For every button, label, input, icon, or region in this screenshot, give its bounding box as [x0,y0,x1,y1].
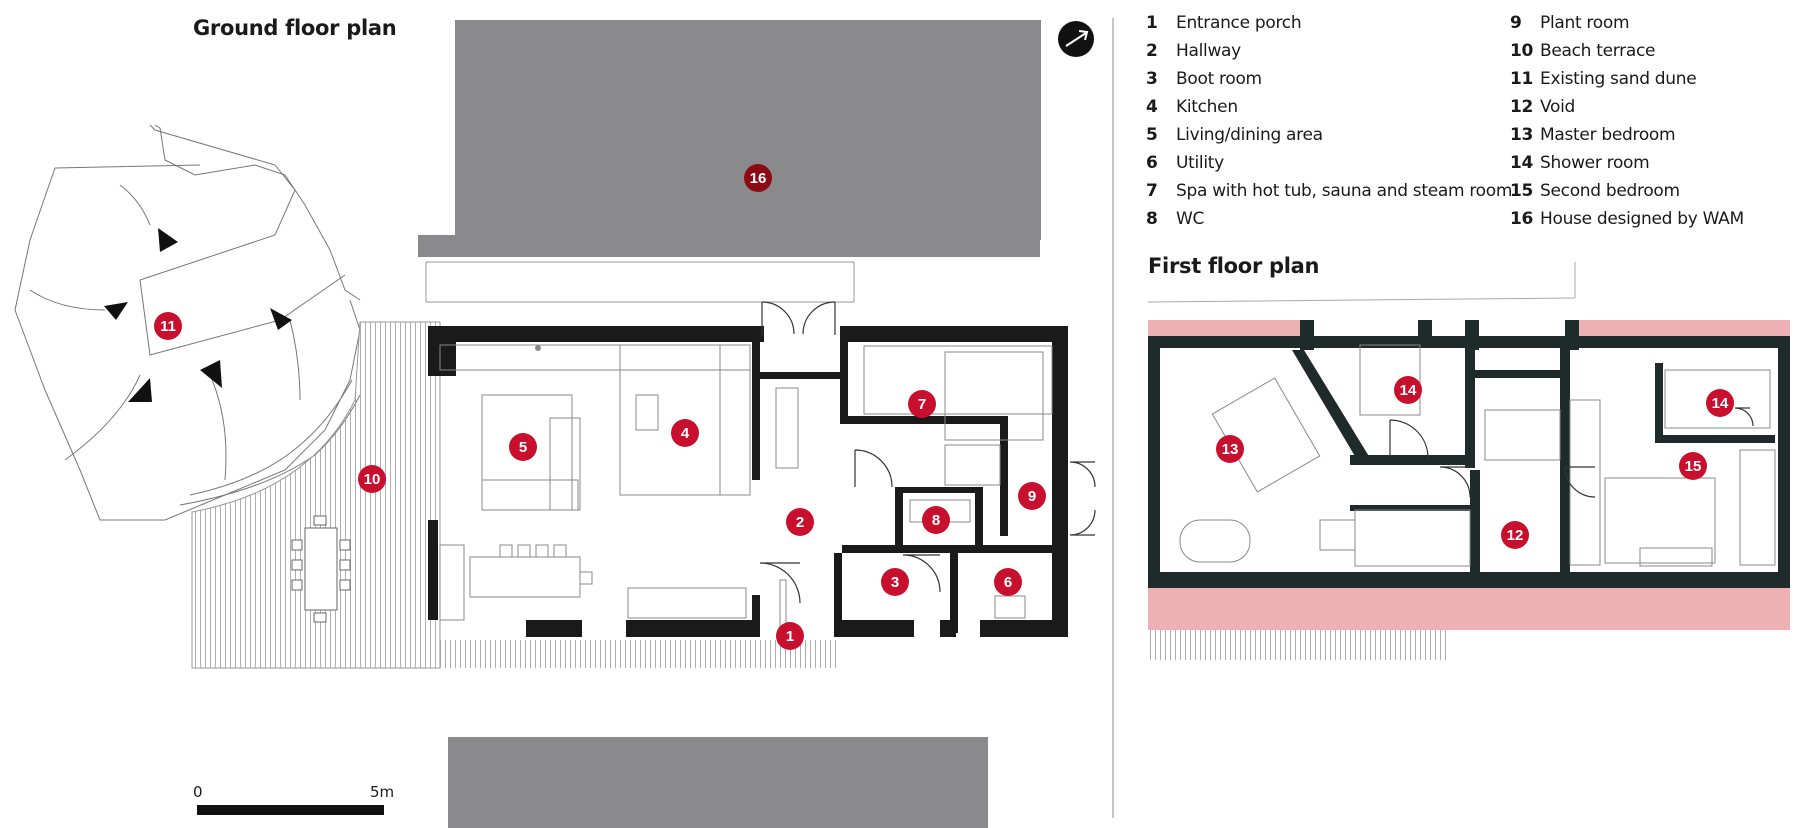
marker-10-label: 10 [364,471,381,488]
beach-terrace [191,321,441,669]
marker-5: 5 [509,433,537,461]
neighbour-outline [425,261,855,303]
first-floor-title: First floor plan [1148,254,1320,278]
marker-8: 8 [922,506,950,534]
terrace-table [291,515,351,623]
marker-16-label: 16 [750,170,767,187]
ground-floor-doors [759,301,1096,604]
marker-14a: 14 [1394,376,1422,404]
marker-11: 11 [154,312,182,340]
ground-floor-walls [428,326,1068,637]
marker-16: 16 [744,164,772,192]
kitchen-extractor [535,345,541,351]
entrance-decking [440,640,840,668]
first-floor-doors [1389,407,1754,498]
marker-5-label: 5 [519,439,527,456]
neighbour-house-north-wing [418,235,1040,257]
room-markers: 1 2 3 4 5 6 7 8 9 10 11 12 13 14 14 15 1… [154,164,1734,650]
marker-6-label: 6 [1004,574,1012,591]
scale-bar [197,805,384,815]
marker-2-label: 2 [796,514,804,531]
marker-4: 4 [671,419,699,447]
marker-6: 6 [994,568,1022,596]
marker-13: 13 [1216,435,1244,463]
north-arrow-icon [1058,21,1094,57]
marker-12-label: 12 [1507,527,1524,544]
marker-13-label: 13 [1222,441,1239,458]
marker-3: 3 [881,568,909,596]
marker-10: 10 [358,465,386,493]
roof-pink-top-left [1148,320,1300,340]
marker-14b-label: 14 [1712,395,1729,412]
neighbour-house-south [448,737,988,828]
marker-2: 2 [786,508,814,536]
neighbour-house-north [455,20,1041,240]
marker-4-label: 4 [681,425,690,442]
marker-15: 15 [1679,452,1707,480]
marker-14b: 14 [1706,389,1734,417]
marker-9-label: 9 [1028,488,1036,505]
ground-floor-furniture [439,344,1053,636]
dune-slope-arrows [104,228,292,402]
marker-15-label: 15 [1685,458,1702,475]
marker-14a-label: 14 [1400,382,1417,399]
marker-3-label: 3 [891,574,899,591]
marker-7: 7 [908,390,936,418]
first-floor-terrace-line [1147,297,1576,303]
marker-1-label: 1 [786,628,794,645]
ground-floor-title: Ground floor plan [193,16,397,40]
first-floor-walls [1148,320,1790,588]
marker-12: 12 [1501,521,1529,549]
marker-1: 1 [776,622,804,650]
marker-8-label: 8 [932,512,940,529]
marker-9: 9 [1018,482,1046,510]
marker-11-label: 11 [160,318,176,335]
scale-start-label: 0 [193,783,203,801]
scale-end-label: 5m [370,783,395,801]
roof-pink-bottom [1148,588,1790,630]
marker-7-label: 7 [918,396,926,413]
first-floor-decking [1148,630,1448,660]
